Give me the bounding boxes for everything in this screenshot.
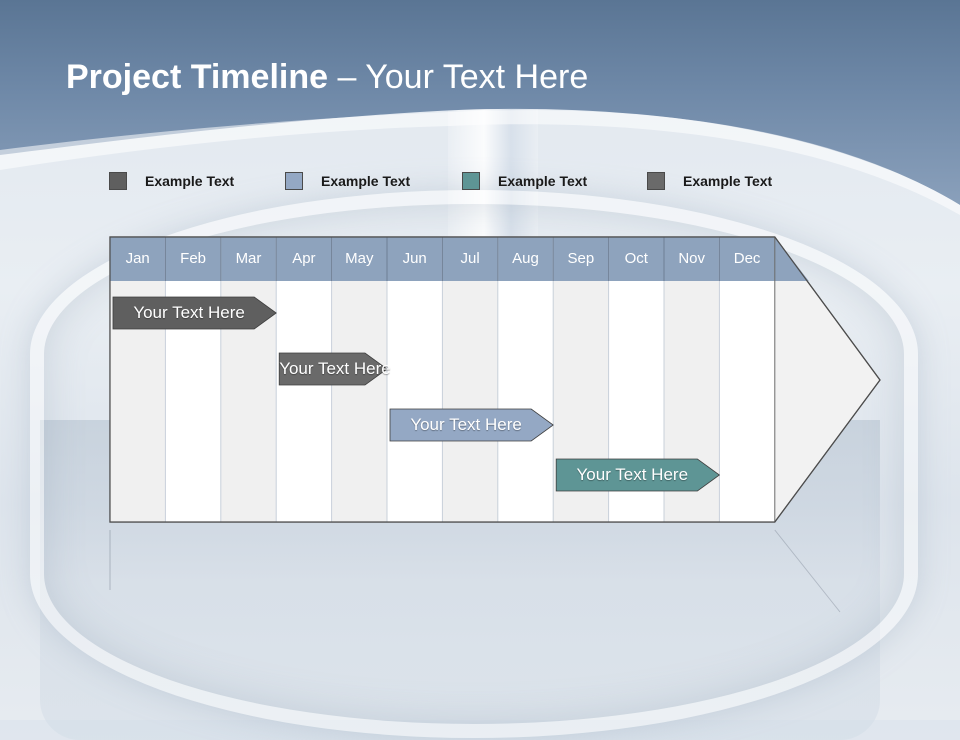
month-label: Oct — [624, 250, 648, 267]
month-label: Mar — [235, 250, 262, 267]
task-bar — [555, 458, 721, 492]
legend-label: Example Text — [145, 173, 235, 189]
legend-item: Example Text — [462, 170, 587, 192]
month-column — [442, 281, 498, 522]
task-bar-label: Your Text Here — [576, 465, 689, 484]
month-label: Jan — [125, 250, 150, 267]
legend-label: Example Text — [321, 173, 411, 189]
legend-swatch — [285, 172, 303, 190]
legend-swatch — [647, 172, 665, 190]
timeline-chart — [109, 236, 881, 613]
legend-item: Example Text — [647, 170, 772, 192]
slide-title-bold: Project Timeline — [66, 58, 329, 96]
legend-item: Example Text — [109, 170, 234, 192]
month-label: Aug — [512, 250, 539, 267]
legend-label: Example Text — [683, 173, 773, 189]
legend-swatch — [109, 172, 127, 190]
slide-title-rest: – Your Text Here — [328, 58, 589, 96]
month-column — [331, 281, 387, 522]
task-bar — [112, 296, 277, 330]
month-column — [276, 281, 332, 522]
reflection-line — [774, 529, 841, 613]
task-bar — [389, 408, 554, 442]
legend-item: Example Text — [285, 170, 410, 192]
slide-title: Project Timeline – Your Text Here — [66, 58, 588, 97]
month-column — [719, 281, 775, 522]
timeline-arrow-border — [109, 236, 881, 523]
month-column — [497, 281, 554, 522]
task-bar-label: Your Text Here — [133, 303, 245, 322]
month-label: Jun — [402, 250, 427, 267]
legend-swatch — [462, 172, 480, 190]
month-label: May — [345, 250, 374, 267]
month-label: Sep — [567, 250, 595, 267]
month-label: Nov — [678, 250, 706, 267]
month-label: Dec — [733, 250, 761, 267]
month-header-band — [110, 237, 809, 281]
task-bar-label: Your Text Here — [410, 415, 522, 434]
month-column — [387, 281, 443, 522]
task-bar — [278, 352, 388, 386]
legend-label: Example Text — [498, 173, 588, 189]
month-label: Jul — [460, 250, 480, 267]
month-label: Apr — [292, 250, 316, 267]
month-label: Feb — [180, 250, 207, 267]
task-bar-label: Your Text Here — [279, 359, 391, 378]
